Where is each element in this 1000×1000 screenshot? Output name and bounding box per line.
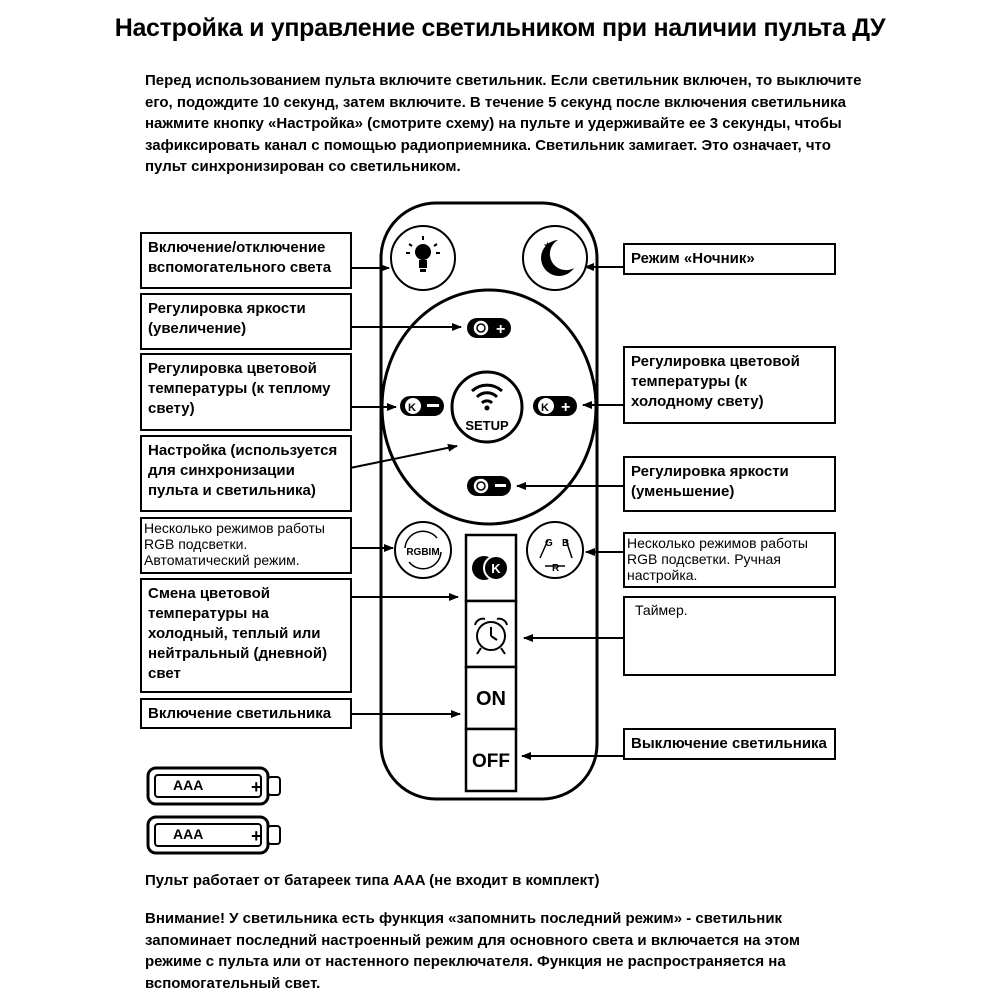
svg-text:G: G	[545, 538, 553, 549]
aux-light-button[interactable]	[390, 225, 456, 291]
label-brightness-up: Регулировка яркости (увеличение)	[140, 293, 352, 350]
label-brightness-down: Регулировка яркости (уменьшение)	[623, 456, 836, 512]
setup-label: SETUP	[465, 418, 509, 433]
timer-button[interactable]	[464, 599, 518, 669]
page-title: Настройка и управление светильником при …	[114, 14, 886, 42]
brightness-down-button[interactable]	[467, 476, 511, 496]
off-label: OFF	[472, 751, 510, 772]
setup-button[interactable]: SETUP	[450, 370, 524, 444]
warning-paragraph: Внимание! У светильника есть функция «за…	[145, 910, 800, 992]
label-rgb-auto: Несколько режимов работы RGB подсветки. …	[140, 517, 352, 574]
label-temp-warm: Регулировка цветовой температуры (к тепл…	[140, 353, 352, 431]
minus-icon	[495, 484, 506, 487]
battery-label: AAA	[173, 826, 203, 842]
minus-icon	[427, 404, 439, 407]
label-aux-light: Включение/отключение вспомогательного св…	[140, 232, 352, 289]
recycle-rgb-icon: G B R	[539, 538, 573, 574]
wifi-icon	[470, 383, 504, 411]
rgb-auto-button[interactable]: RGBIM	[394, 521, 452, 579]
plus-icon: +	[251, 826, 262, 846]
rgb-manual-button[interactable]: G B R	[526, 521, 584, 579]
moon-icon: ★	[541, 240, 574, 276]
temp-warm-button[interactable]: K	[400, 396, 444, 416]
label-setup: Настройка (используется для синхронизаци…	[140, 435, 352, 512]
svg-text:K: K	[541, 402, 549, 414]
plus-icon: +	[251, 777, 262, 797]
label-temp-cold: Регулировка цветовой температуры (к холо…	[623, 346, 836, 424]
battery-note: Пульт работает от батареек типа AAA (не …	[145, 872, 600, 889]
intro-paragraph: Перед использованием пульта включите све…	[145, 72, 862, 175]
temp-cold-button[interactable]: K +	[533, 396, 577, 416]
arrow-setup	[349, 443, 458, 469]
label-power-off: Выключение светильника	[623, 728, 836, 760]
battery-1: AAA +	[146, 766, 281, 806]
label-rgb-manual: Несколько режимов работы RGB подсветки. …	[623, 532, 836, 588]
brightness-up-button[interactable]: +	[467, 318, 511, 338]
plus-icon: +	[496, 321, 505, 338]
night-mode-button[interactable]: ★	[522, 225, 588, 291]
off-button[interactable]: OFF	[464, 727, 518, 793]
svg-text:K: K	[408, 402, 416, 414]
label-power-on: Включение светильника	[140, 698, 352, 729]
on-button[interactable]: ON	[464, 665, 518, 731]
battery-label: AAA	[173, 777, 203, 793]
svg-text:R: R	[552, 563, 560, 574]
on-label: ON	[476, 688, 506, 710]
label-temp-change: Смена цветовой температуры на холодный, …	[140, 578, 352, 693]
k-button[interactable]: K	[464, 533, 518, 603]
rgb-label: RGBIM	[406, 547, 439, 558]
battery-2: AAA +	[146, 815, 281, 855]
cycle-arrow-icon	[404, 530, 438, 549]
svg-text:B: B	[562, 538, 569, 549]
svg-text:★: ★	[543, 241, 552, 252]
bulb-icon	[406, 236, 440, 272]
label-night-mode: Режим «Ночник»	[623, 243, 836, 275]
alarm-clock-icon	[474, 617, 508, 655]
k-label: K	[491, 561, 501, 576]
plus-icon: +	[561, 399, 570, 416]
label-timer: Таймер.	[623, 596, 836, 676]
arrows	[349, 263, 625, 760]
